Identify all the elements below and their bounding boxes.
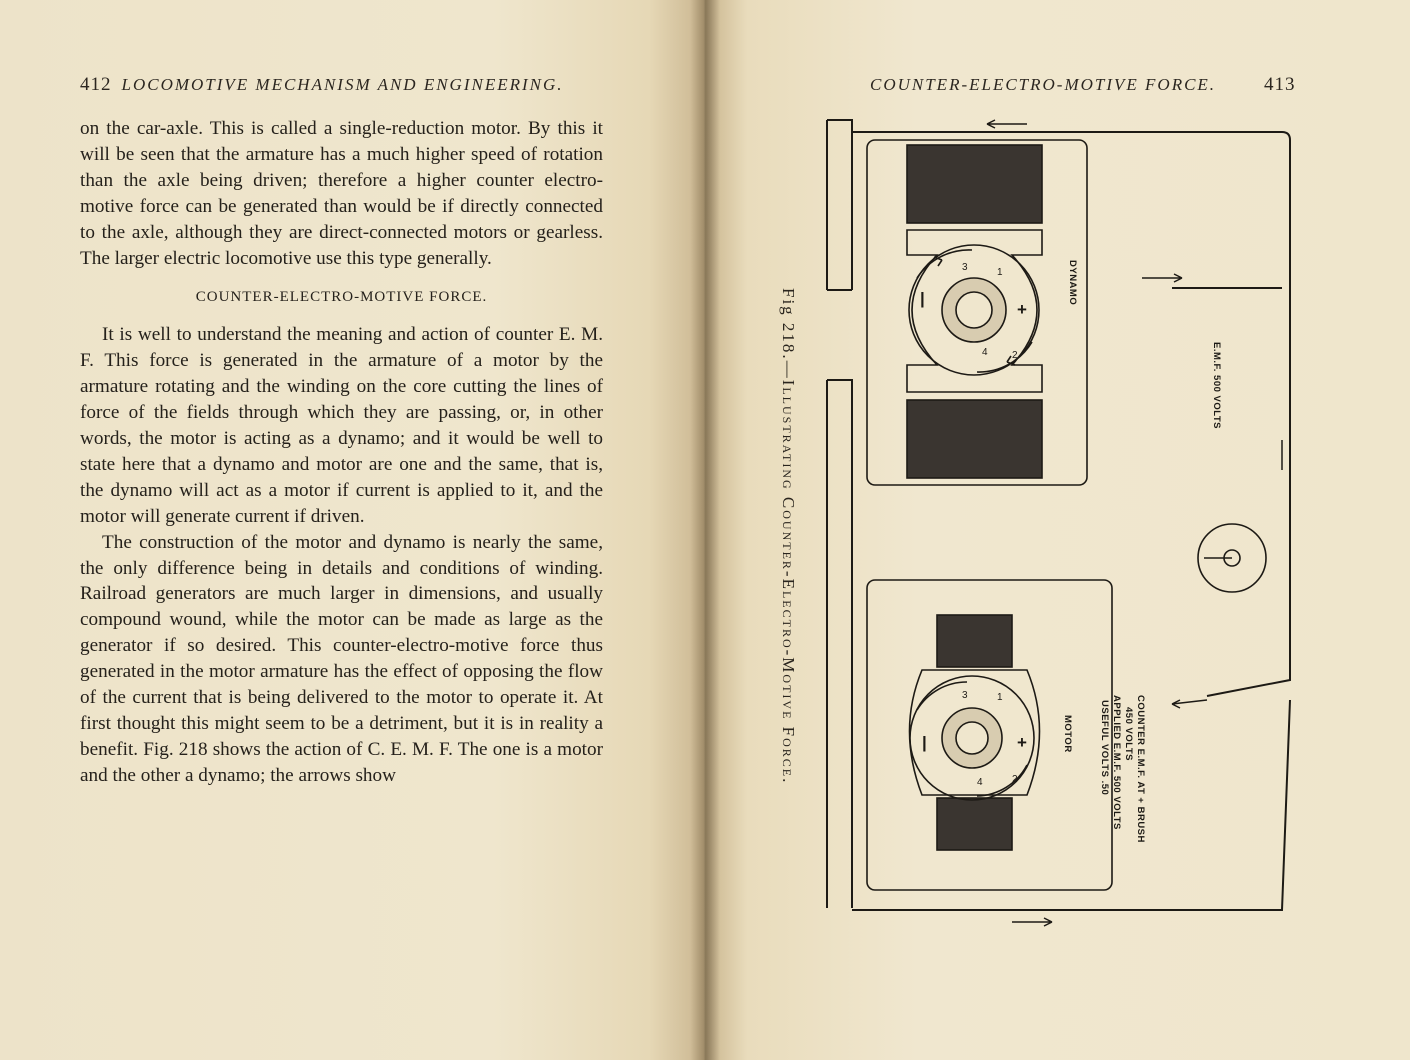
dynamo-field-coil-bottom bbox=[906, 399, 1043, 479]
motor-note-4: USEFUL VOLTS .50 bbox=[1099, 700, 1110, 795]
paragraph-3: The construction of the motor and dynamo… bbox=[80, 531, 603, 786]
top-frame bbox=[826, 119, 853, 291]
motor-plus-brush: + bbox=[1017, 733, 1027, 752]
left-running-head: 412 LOCOMOTIVE MECHANISM AND ENGINEERING. bbox=[80, 74, 564, 96]
dynamo-coil-2: 2 bbox=[1012, 350, 1018, 361]
dynamo-plus-brush: + bbox=[1017, 300, 1027, 319]
left-running-title: LOCOMOTIVE MECHANISM AND ENGINEERING. bbox=[121, 75, 564, 94]
bottom-frame bbox=[826, 379, 853, 908]
left-page: 412 LOCOMOTIVE MECHANISM AND ENGINEERING.… bbox=[0, 0, 705, 1060]
motor-coil-3: 3 bbox=[962, 690, 968, 701]
dynamo-machine bbox=[866, 139, 1088, 486]
circuit-wire bbox=[852, 131, 1291, 911]
left-page-number: 412 bbox=[80, 74, 112, 95]
dynamo-coil-3: 3 bbox=[962, 262, 968, 273]
paragraph-2: It is well to understand the meaning and… bbox=[80, 324, 603, 527]
motor-label: MOTOR bbox=[1062, 715, 1073, 753]
dynamo-coil-1: 1 bbox=[997, 267, 1003, 278]
motor-coil-1: 1 bbox=[997, 692, 1003, 703]
right-page-number: 413 bbox=[1264, 74, 1296, 95]
left-body-text: on the car-axle. This is called a single… bbox=[80, 116, 603, 789]
motor-coil-2: 2 bbox=[1012, 774, 1018, 785]
motor-field-coil-bottom bbox=[936, 797, 1013, 851]
emf-label: E.M.F. 500 VOLTS bbox=[1211, 342, 1222, 429]
dynamo-armature-ring bbox=[908, 244, 1040, 376]
dynamo-label: DYNAMO bbox=[1067, 260, 1078, 305]
right-running-title: COUNTER-ELECTRO-MOTIVE FORCE. bbox=[870, 75, 1217, 94]
rheostat bbox=[1197, 523, 1267, 593]
right-page: COUNTER-ELECTRO-MOTIVE FORCE.413 bbox=[705, 0, 1410, 1060]
dynamo-minus-brush: | bbox=[920, 289, 925, 308]
paragraph-1: on the car-axle. This is called a single… bbox=[80, 118, 603, 269]
motor-note-3: APPLIED E.M.F. 500 VOLTS bbox=[1111, 695, 1122, 830]
current-arrows bbox=[986, 119, 1283, 927]
dynamo-field-coil-top bbox=[906, 144, 1043, 224]
motor-note-1: COUNTER E.M.F. AT + BRUSH bbox=[1135, 695, 1146, 843]
right-running-head: COUNTER-ELECTRO-MOTIVE FORCE. 413 bbox=[870, 74, 1296, 96]
motor-machine bbox=[866, 579, 1113, 891]
figure-caption-text: —Illustrating Counter-Electro-Motive For… bbox=[779, 360, 798, 785]
figure-caption-number: Fig 218. bbox=[779, 288, 798, 361]
motor-minus-brush: | bbox=[922, 733, 927, 752]
section-heading: COUNTER-ELECTRO-MOTIVE FORCE. bbox=[195, 289, 488, 306]
motor-field-coil-top bbox=[936, 614, 1013, 668]
motor-coil-4: 4 bbox=[977, 777, 983, 788]
figure-caption: Fig 218.—Illustrating Counter-Electro-Mo… bbox=[778, 288, 798, 784]
motor-note-2: 450 VOLTS bbox=[1123, 707, 1134, 761]
book-gutter bbox=[690, 0, 720, 1060]
counter-emf-diagram: | + 3 1 4 2 DYNAMO E.M.F. 500 VOLTS | + … bbox=[826, 119, 1291, 927]
dynamo-coil-4: 4 bbox=[982, 347, 988, 358]
motor-armature-ring bbox=[909, 675, 1035, 801]
